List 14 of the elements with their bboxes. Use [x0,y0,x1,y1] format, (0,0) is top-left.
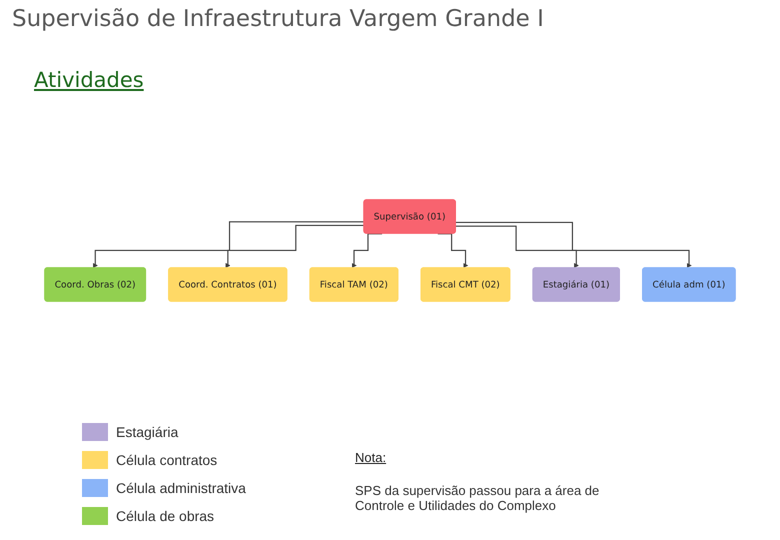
arrow [352,232,382,268]
legend-label: Célula contratos [116,452,218,468]
arrow [92,220,364,268]
note-text: SPS da supervisão passou para a área de Controle e Utilidades do Complexo [355,483,600,513]
title: Supervisão de Infraestrutura Vargem Grande I [12,6,544,32]
arrow [225,224,364,268]
note-heading: Nota: [355,450,386,465]
legend-label: Estagiária [116,424,178,440]
arrow [438,232,468,268]
arrow [456,221,692,268]
legend-label: Célula de obras [116,508,214,524]
arrow [456,225,579,268]
section-heading: Atividades [34,68,144,92]
legend-label: Célula administrativa [116,480,246,496]
